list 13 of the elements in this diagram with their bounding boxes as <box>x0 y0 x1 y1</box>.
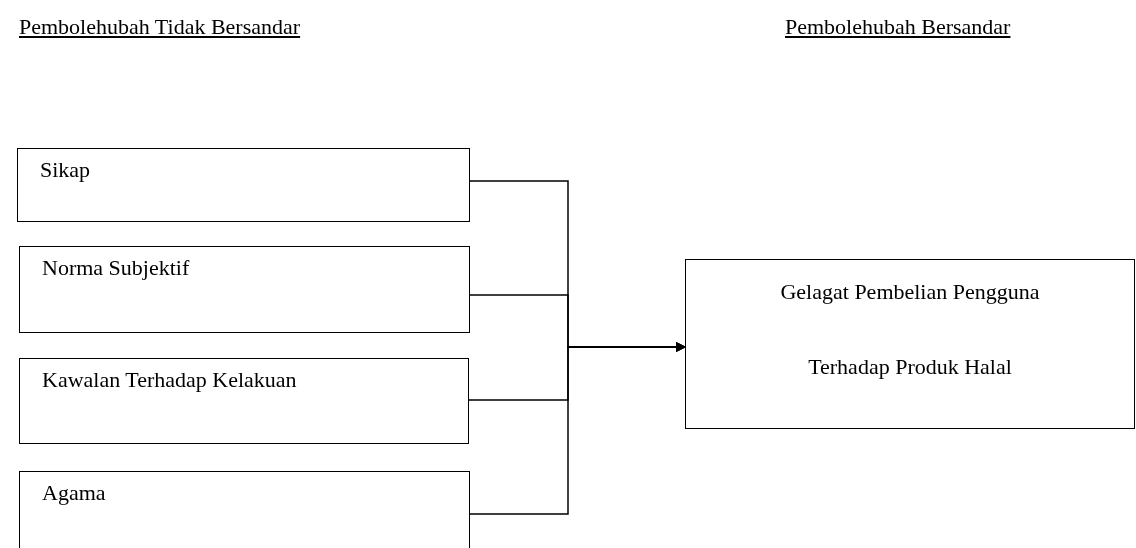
variable-label: Norma Subjektif <box>42 255 190 281</box>
section-heading: Pembolehubah Tidak Bersandar <box>19 14 301 40</box>
variable-label: Agama <box>42 480 106 506</box>
dependent-variable-box <box>685 259 1135 429</box>
variable-box <box>19 358 469 444</box>
section-heading: Pembolehubah Bersandar <box>785 14 1011 40</box>
connector-arrow <box>469 342 686 515</box>
variable-box <box>19 471 470 548</box>
variable-label: Gelagat Pembelian Pengguna Terhadap Produk Halal <box>779 278 1041 381</box>
variable-box <box>17 148 470 222</box>
variable-label: Kawalan Terhadap Kelakuan <box>42 367 297 393</box>
variable-label: Sikap <box>40 157 91 183</box>
variable-box <box>19 246 470 333</box>
